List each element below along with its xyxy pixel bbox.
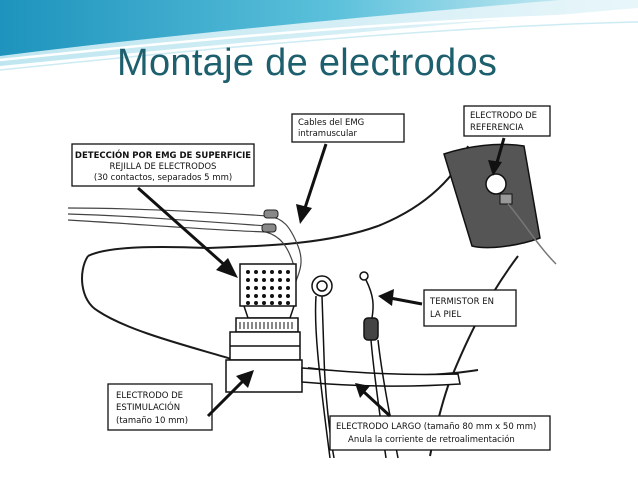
svg-text:Cables del EMG: Cables del EMG: [298, 118, 364, 128]
electrode-setup-illustration: DETECCIÓN POR EMG DE SUPERFICIE REJILLA …: [68, 96, 568, 458]
svg-text:LA PIEL: LA PIEL: [430, 310, 461, 320]
cable-connector: [261, 223, 277, 233]
svg-text:ELECTRODO DE: ELECTRODO DE: [116, 391, 183, 401]
header-swoosh-decoration: [0, 0, 638, 71]
electrode-grid: [235, 263, 299, 333]
svg-text:DETECCIÓN POR EMG DE SUPERFICI: DETECCIÓN POR EMG DE SUPERFICIE: [75, 149, 251, 161]
label-reference-electrode: ELECTRODO DE REFERENCIA: [463, 105, 551, 137]
svg-text:Anula la corriente de retroali: Anula la corriente de retroalimentación: [348, 434, 515, 445]
annotation-arrows: [137, 137, 506, 418]
svg-text:REJILLA DE ELECTRODOS: REJILLA DE ELECTRODOS: [110, 162, 217, 172]
label-thermistor: TERMISTOR EN LA PIEL: [423, 289, 517, 327]
svg-text:REFERENCIA: REFERENCIA: [470, 123, 524, 133]
long-electrode-strip: [301, 367, 461, 387]
cable-connector: [263, 209, 279, 219]
svg-text:(30 contactos, separados 5 mm): (30 contactos, separados 5 mm): [94, 173, 232, 183]
label-emg-cables: Cables del EMG intramuscular: [291, 113, 405, 143]
svg-text:ESTIMULACIÓN: ESTIMULACIÓN: [116, 401, 180, 413]
svg-text:ELECTRODO DE: ELECTRODO DE: [470, 111, 537, 121]
svg-text:TERMISTOR EN: TERMISTOR EN: [429, 297, 494, 307]
svg-text:intramuscular: intramuscular: [298, 129, 358, 139]
stimulation-electrode-box: [225, 331, 303, 393]
svg-text:ELECTRODO LARGO (tamaño 80 mm: ELECTRODO LARGO (tamaño 80 mm x 50 mm): [336, 422, 536, 432]
label-long-electrode: ELECTRODO LARGO (tamaño 80 mm x 50 mm) A…: [329, 415, 551, 451]
reference-electrode-band: [443, 143, 557, 265]
label-surface-emg: DETECCIÓN POR EMG DE SUPERFICIE REJILLA …: [71, 143, 255, 187]
label-stimulation-electrode: ELECTRODO DE ESTIMULACIÓN (tamaño 10 mm): [107, 383, 213, 431]
slide-title: Montaje de electrodos: [117, 42, 498, 84]
svg-text:(tamaño 10 mm): (tamaño 10 mm): [116, 416, 188, 426]
